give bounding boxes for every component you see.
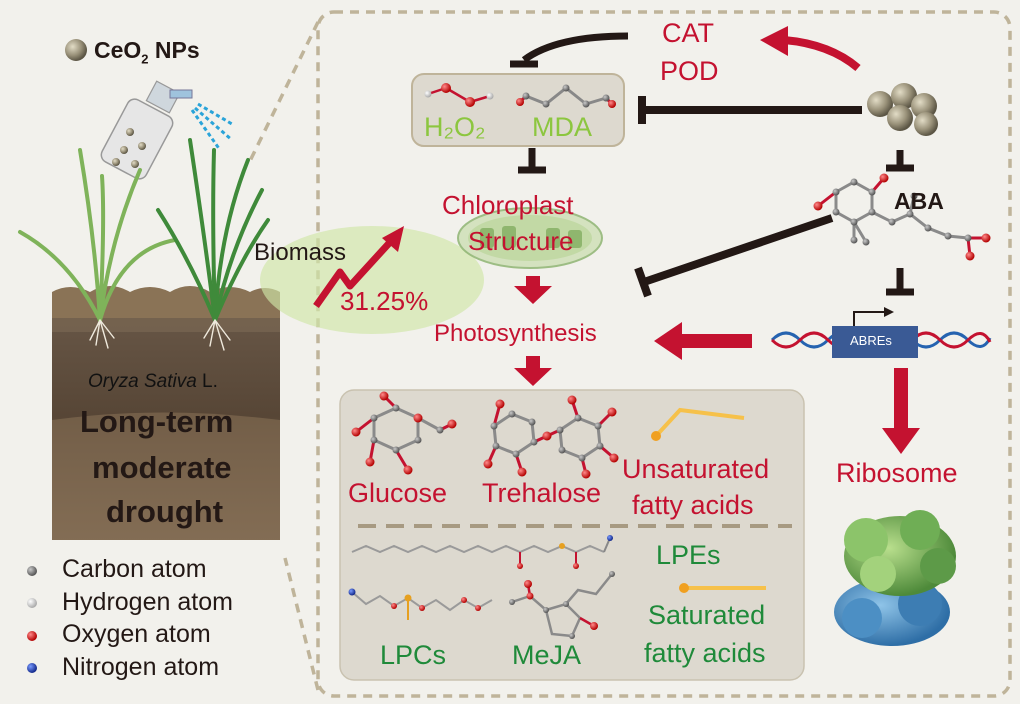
mda-label: MDA xyxy=(532,112,592,142)
ceo2-formula: CeO xyxy=(94,37,142,63)
photosynthesis-to-metabolites-arrow xyxy=(514,356,552,386)
abres-to-ribosome-arrow xyxy=(882,368,920,454)
ceo2-inhibit-ros xyxy=(638,96,862,124)
ceo2-to-enzymes-arrow xyxy=(760,26,861,72)
legend-carbon-label: Carbon atom xyxy=(62,555,207,583)
legend-nitrogen-label: Nitrogen atom xyxy=(62,653,220,681)
aba-inhibit-photosynthesis xyxy=(634,214,834,298)
metabolite-box xyxy=(339,389,805,681)
unsaturated-fatty-acids-label: fatty acids xyxy=(632,490,754,520)
lpc-molecule xyxy=(348,588,493,620)
saturated-fatty-acids-label: fatty acids xyxy=(644,638,766,668)
aba-inhibit-abres xyxy=(886,268,914,296)
ceo2-particle-icon xyxy=(65,39,87,61)
chloroplast-to-photosynthesis-arrow xyxy=(514,276,552,304)
spray-bottle-icon xyxy=(100,80,233,180)
unsaturated-label: Unsaturated xyxy=(622,454,770,484)
lpes-label: LPEs xyxy=(656,540,721,570)
pod-label: POD xyxy=(660,56,719,86)
saturated-fatty-acid-icon xyxy=(679,583,766,593)
aba-label: ABA xyxy=(894,188,944,214)
species-suffix: L. xyxy=(196,371,218,392)
trehalose-label: Trehalose xyxy=(482,478,602,508)
condition-line-3: drought xyxy=(106,494,224,529)
ros-inhibit-chloroplast xyxy=(518,148,546,174)
soil-block xyxy=(52,286,280,540)
abres-label: ABREs xyxy=(850,333,892,348)
h2o2-label: H₂O₂ xyxy=(424,112,486,142)
species-label: Oryza Sativa L. xyxy=(88,372,218,391)
lpcs-label: LPCs xyxy=(380,640,447,670)
zoom-line-top xyxy=(246,21,320,166)
legend-hydrogen-label: Hydrogen atom xyxy=(62,588,233,616)
nitrogen-atom-icon xyxy=(27,663,37,673)
species-name: Oryza Sativa xyxy=(88,371,197,392)
condition-line-2: moderate xyxy=(92,450,232,485)
enzymes-inhibit-ros xyxy=(510,32,629,68)
glucose-label: Glucose xyxy=(348,478,448,508)
oxygen-atom-icon xyxy=(27,631,37,641)
biomass-value: 31.25% xyxy=(340,286,429,316)
meja-label: MeJA xyxy=(512,640,582,670)
chloroplast-icon xyxy=(457,207,603,269)
ceo2-inhibit-aba xyxy=(886,150,914,172)
carbon-atom-icon xyxy=(27,566,37,576)
rice-plants xyxy=(18,138,270,351)
trehalose-molecule xyxy=(483,395,619,479)
ceo2-suffix: NPs xyxy=(148,37,200,63)
saturated-label: Saturated xyxy=(648,600,766,630)
condition-line-1: Long-term xyxy=(80,404,234,439)
structure-label: Structure xyxy=(468,226,574,256)
ceo2-nanoparticle-cluster xyxy=(867,83,938,136)
cat-label: CAT xyxy=(662,18,714,48)
abres-to-photosynthesis-arrow xyxy=(654,322,752,360)
atom-legend-dots xyxy=(27,566,37,673)
biomass-increase-arrow xyxy=(313,226,404,309)
photosynthesis-label: Photosynthesis xyxy=(434,320,597,347)
ribosome-label: Ribosome xyxy=(836,458,958,488)
legend-oxygen-label: Oxygen atom xyxy=(62,620,211,648)
ceo2-subscript: 2 xyxy=(141,51,149,67)
glucose-molecule xyxy=(351,391,457,475)
biomass-label: Biomass xyxy=(254,239,347,266)
biomass-highlight xyxy=(260,226,484,334)
abres-box xyxy=(832,326,918,358)
hydrogen-atom-icon xyxy=(27,598,37,608)
meja-molecule xyxy=(509,571,615,639)
aba-molecule xyxy=(813,173,991,261)
ceo2-label: CeO2 NPs xyxy=(94,39,200,66)
h2o2-molecule xyxy=(424,83,494,107)
mda-molecule xyxy=(516,84,616,108)
chloroplast-label: Chloroplast xyxy=(442,190,574,220)
lpe-molecule xyxy=(351,535,613,569)
unsaturated-fatty-acid-icon xyxy=(651,407,745,441)
zoom-line-bottom xyxy=(283,557,320,691)
ribosome-icon xyxy=(834,510,956,646)
mechanism-frame xyxy=(316,10,1012,698)
